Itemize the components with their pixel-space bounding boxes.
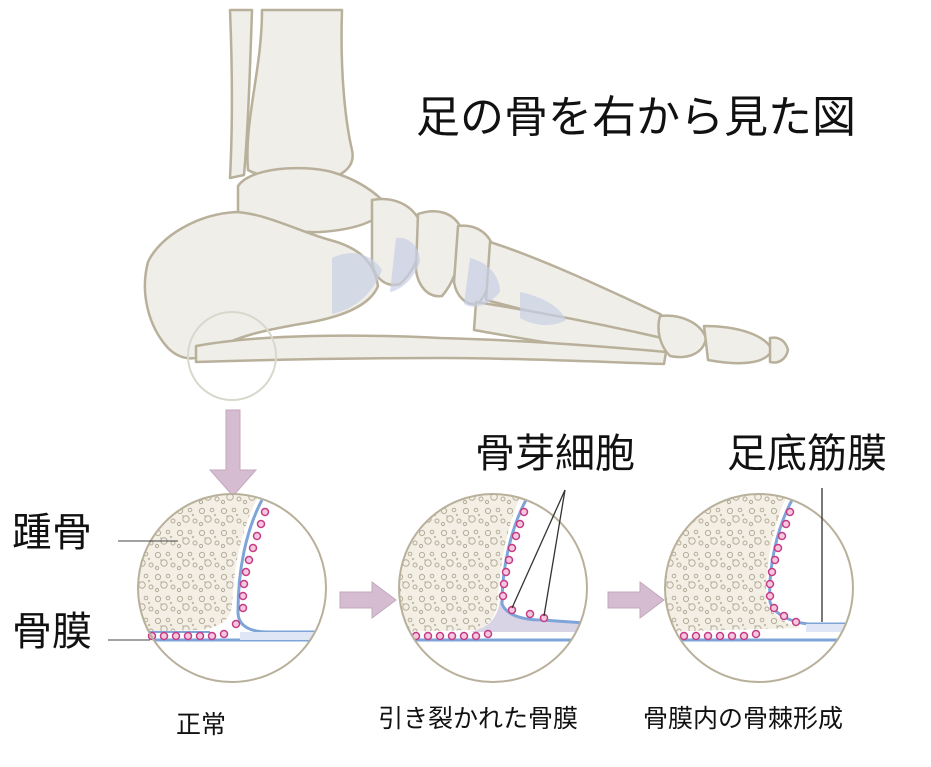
- tibia-bone: [246, 8, 354, 182]
- label-calcaneus: 踵骨: [12, 510, 92, 556]
- plantar-fascia-band: [194, 334, 668, 366]
- label-plantar-fascia: 足底筋膜: [727, 431, 887, 477]
- caption-normal: 正常: [176, 710, 227, 739]
- label-osteoblast: 骨芽細胞: [475, 431, 635, 477]
- caption-bone-spur: 骨膜内の骨棘形成: [643, 704, 844, 733]
- caption-torn-periosteum: 引き裂かれた骨膜: [378, 704, 579, 733]
- phalanx-bone-3: [768, 336, 790, 364]
- right-arrow-icon-2: [607, 581, 665, 619]
- stage-normal: [108, 493, 327, 683]
- right-arrow-icon-1: [339, 581, 397, 619]
- zoom-circle: [187, 311, 277, 401]
- stage-spur: [664, 488, 854, 683]
- down-arrow-icon: [208, 409, 258, 497]
- ligament-shading: [332, 237, 566, 326]
- label-periosteum: 骨膜: [12, 609, 92, 655]
- foot-skeleton: [143, 8, 790, 366]
- stage-torn: [398, 489, 588, 683]
- fibula-bone: [228, 8, 254, 180]
- phalanx-bone-1: [657, 314, 708, 359]
- diagram-title: 足の骨を右から見た図: [416, 92, 856, 143]
- phalanx-bone-2: [702, 324, 774, 365]
